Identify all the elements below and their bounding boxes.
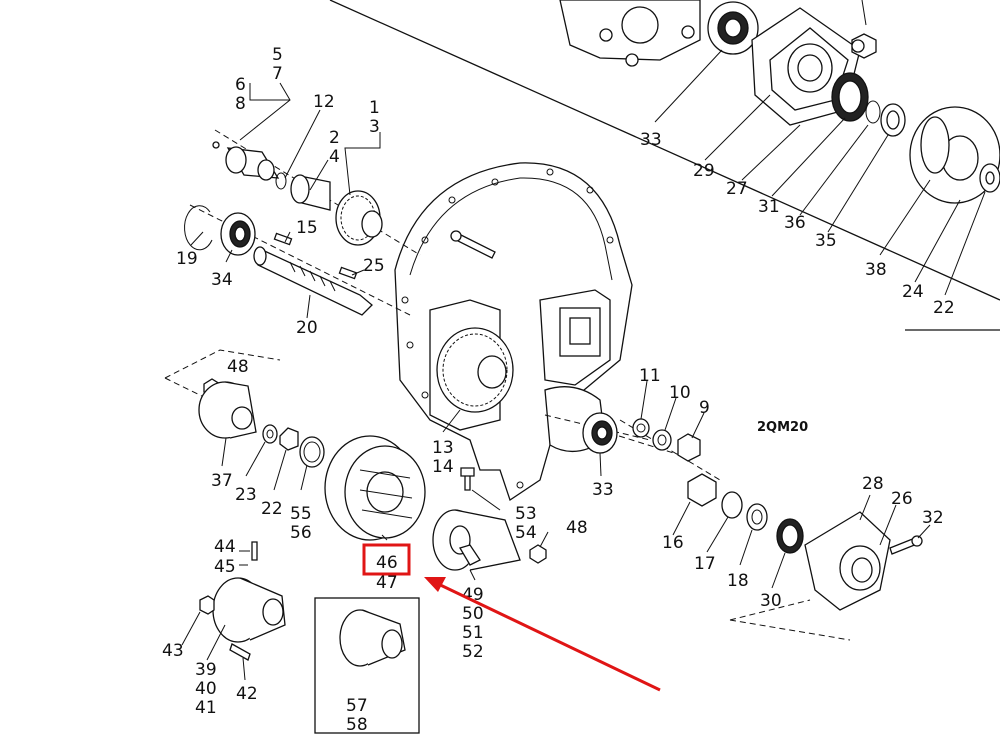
callout-41: 41 <box>195 698 217 718</box>
callout-45: 45 <box>214 557 236 577</box>
callout-53: 53 <box>515 504 537 524</box>
output-flange-assembly <box>329 0 1000 331</box>
callout-57: 57 <box>346 696 368 716</box>
callout-11: 11 <box>639 366 661 386</box>
callout-39: 39 <box>195 660 217 680</box>
callout-24: 24 <box>902 282 924 302</box>
callout-48-right: 48 <box>566 518 588 538</box>
callout-13: 13 <box>432 438 454 458</box>
callout-56: 56 <box>290 523 312 543</box>
alternate-coupling-inset <box>314 597 420 734</box>
callout-49: 49 <box>462 585 484 605</box>
callout-29: 29 <box>693 161 715 181</box>
model-label: 2QM20 <box>757 420 808 435</box>
callout-15: 15 <box>296 218 318 238</box>
callout-25: 25 <box>363 256 385 276</box>
callout-22-left: 22 <box>261 499 283 519</box>
callout-16: 16 <box>662 533 684 553</box>
callout-4: 4 <box>329 147 340 167</box>
callout-34: 34 <box>211 270 233 290</box>
callout-47: 47 <box>376 573 398 593</box>
callout-52: 52 <box>462 642 484 662</box>
callout-32: 32 <box>922 508 944 528</box>
callout-38: 38 <box>865 260 887 280</box>
callout-36: 36 <box>784 213 806 233</box>
callout-2: 2 <box>329 128 340 148</box>
red-arrow-shaft <box>431 579 661 692</box>
callout-9: 9 <box>699 398 710 418</box>
callout-3: 3 <box>369 117 380 137</box>
callout-44: 44 <box>214 537 236 557</box>
callout-6: 6 <box>235 75 246 95</box>
callout-54: 54 <box>515 523 537 543</box>
callout-12: 12 <box>313 92 335 112</box>
reverse-shaft-assembly <box>184 129 421 316</box>
right-output-cover-assembly <box>619 418 923 641</box>
leader-lines <box>181 49 986 681</box>
callout-48-left: 48 <box>227 357 249 377</box>
callout-50: 50 <box>462 604 484 624</box>
pulley-coupling-assembly <box>164 349 547 661</box>
callout-19: 19 <box>176 249 198 269</box>
callout-37: 37 <box>211 471 233 491</box>
callout-18: 18 <box>727 571 749 591</box>
callout-33-upper: 33 <box>640 130 662 150</box>
callout-55: 55 <box>290 504 312 524</box>
callout-28: 28 <box>862 474 884 494</box>
callout-43: 43 <box>162 641 184 661</box>
callout-10: 10 <box>669 383 691 403</box>
callout-17: 17 <box>694 554 716 574</box>
highlight-box-46 <box>362 543 411 576</box>
callout-42: 42 <box>236 684 258 704</box>
callout-31: 31 <box>758 197 780 217</box>
callout-22-right: 22 <box>933 298 955 318</box>
callout-1: 1 <box>369 98 380 118</box>
callout-7: 7 <box>272 64 283 84</box>
callout-33-lower: 33 <box>592 480 614 500</box>
callout-58: 58 <box>346 715 368 735</box>
callout-51: 51 <box>462 623 484 643</box>
callout-8: 8 <box>235 94 246 114</box>
callout-23: 23 <box>235 485 257 505</box>
callout-14: 14 <box>432 457 454 477</box>
callout-20: 20 <box>296 318 318 338</box>
clutch-housing <box>394 162 681 502</box>
callout-27: 27 <box>726 179 748 199</box>
callout-26: 26 <box>891 489 913 509</box>
red-arrow-head <box>424 577 446 592</box>
callout-30: 30 <box>760 591 782 611</box>
callout-5: 5 <box>272 45 283 65</box>
callout-35: 35 <box>815 231 837 251</box>
callout-46: 46 <box>376 553 398 573</box>
callout-40: 40 <box>195 679 217 699</box>
callout-labels: 5 7 6 8 12 1 3 2 4 15 19 34 25 20 48 37 … <box>162 45 955 735</box>
red-arrow-annotation <box>424 577 661 692</box>
